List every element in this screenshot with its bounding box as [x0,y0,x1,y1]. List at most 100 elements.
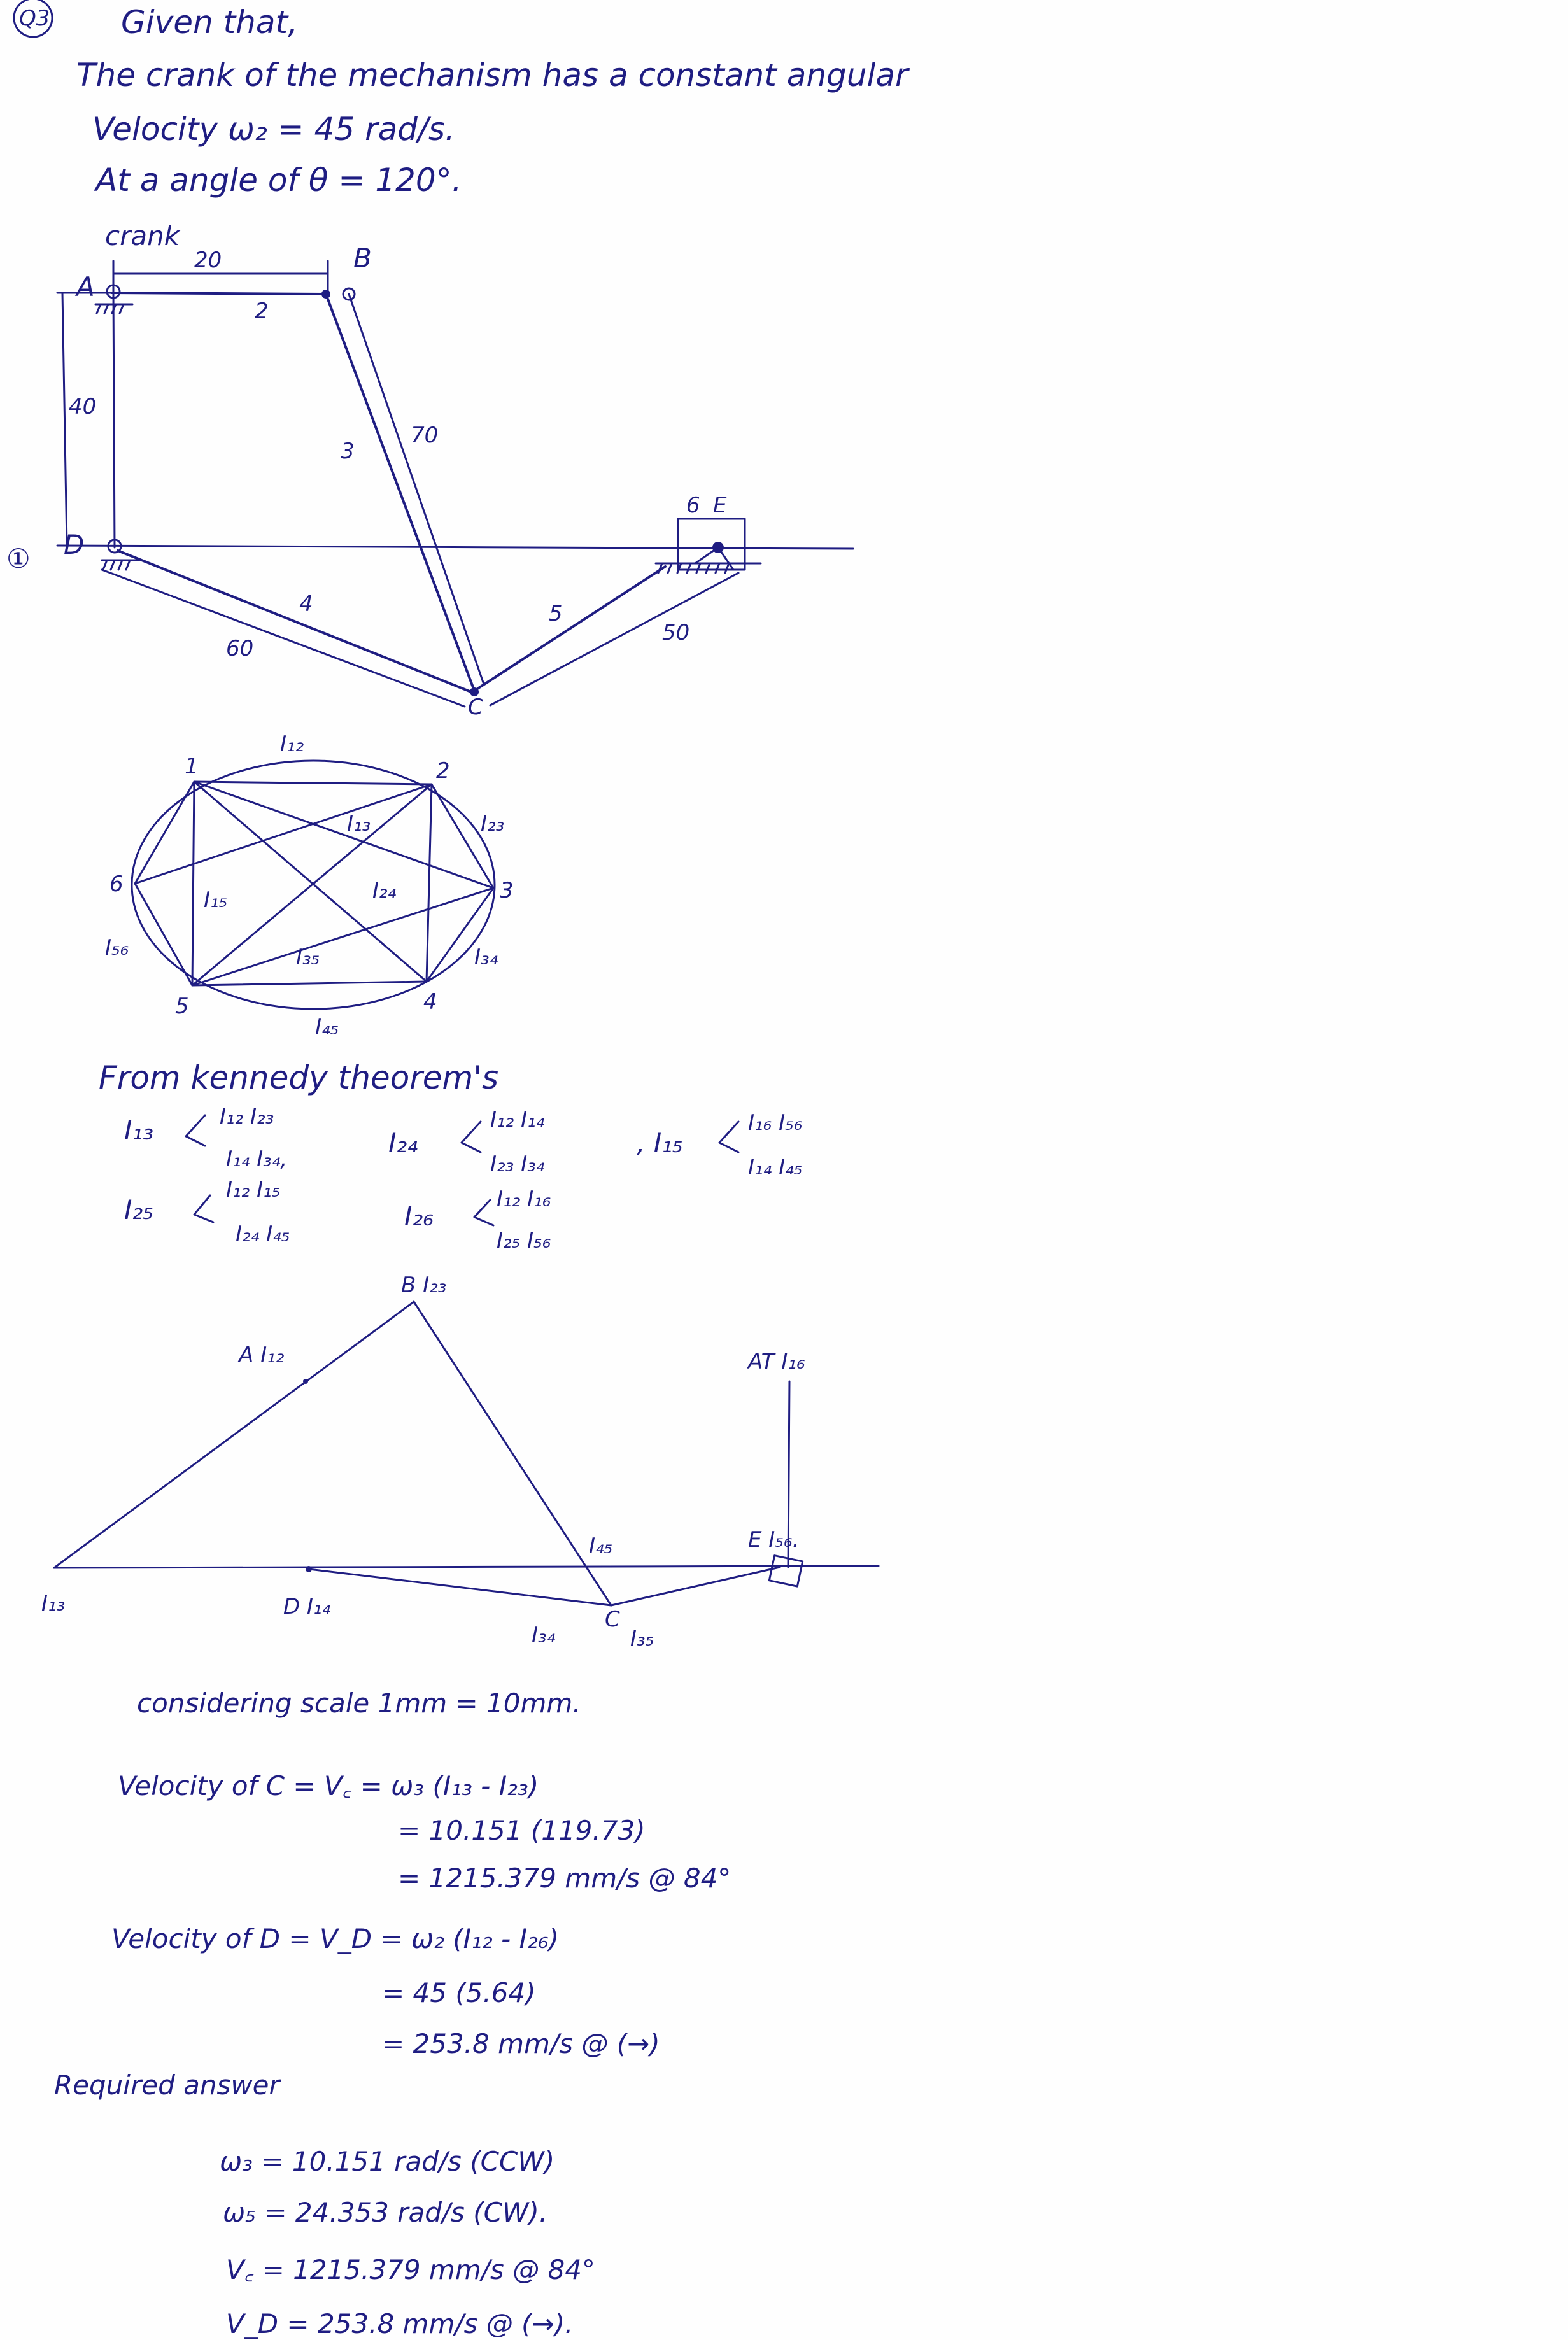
joint-e-label: E [713,493,727,518]
crank-label: crank [105,220,181,251]
kennedy-pair-top: I₁₂ I₁₅ [226,1177,280,1202]
answer-omega3: ω₃ = 10.151 rad/s (CCW) [220,2146,554,2177]
given-heading: Given that, [121,4,298,41]
given-line-1: The crank of the mechanism has a constan… [76,57,910,94]
dimension-ce-label: 50 [662,620,689,645]
vd-substitution: = 45 (5.64) [382,1977,536,2008]
dimension-ab-label: 20 [194,248,222,273]
vd-equation: Velocity of D = V_D = ω₂ (I₁₂ - I₂₆) [111,1923,559,1954]
ic-label-i24: I₂₄ [372,878,397,903]
ic-label-i35: I₃₅ [296,945,320,970]
answer-vd: V_D = 253.8 mm/s @ (→). [226,2308,573,2339]
kennedy-pair-top: I₁₂ I₁₆ [497,1187,551,1212]
slider-marker [768,1554,804,1588]
joint-d-label: D [64,529,84,560]
label-i35: I₃₅ [630,1626,654,1651]
ic-label-i56: I₅₆ [105,935,129,961]
label-b-i23: B I₂₃ [401,1272,446,1298]
kennedy-pair-top: I₁₂ I₂₃ [220,1104,274,1129]
slider-block-6 [677,518,746,571]
label-a-i12: A I₁₂ [237,1343,285,1368]
vc-equation: Velocity of C = V꜀ = ω₃ (I₁₃ - I₂₃) [118,1770,539,1801]
frame-line-ad [112,292,116,549]
line-at-vertical [787,1380,791,1568]
dimension-line-ce [489,572,740,707]
ic-node-3: 3 [500,878,514,903]
dimension-ad-label: 40 [69,394,96,419]
ic-label-i34: I₃₄ [474,945,498,970]
instant-center-circle-diagram: 1 2 3 4 5 6 I₁₂ I₂₃ I₁₃ I₂₄ I₁₅ I₃₅ I₃₄ … [105,731,514,1040]
ground-hatch-d [101,539,140,571]
kennedy-target: I₂₅ [124,1194,153,1225]
point-d [306,1566,312,1572]
kennedy-target: I₁₃ [124,1115,153,1146]
label-i13: I₁₃ [41,1591,65,1616]
given-line-2: Velocity ω₂ = 45 rad/s. [92,111,455,148]
vc-result: = 1215.379 mm/s @ 84° [398,1863,731,1894]
ground-hatch-e [654,562,762,574]
label-e-i56: E I₅₆. [748,1527,799,1553]
label-i34: I₃₄ [532,1623,556,1648]
ic-node-6: 6 [109,871,124,897]
line-i13-to-b [53,1300,415,1569]
ic-circle-chords [134,780,495,987]
kennedy-target: I₂₄ [388,1127,418,1159]
ic-label-i13: I₁₃ [347,811,371,836]
question-number-circle [13,0,53,38]
slider-pin-leg-left [694,546,719,565]
kennedy-rule-i24: I₂₄ I₁₂ I₁₄ I₂₃ I₃₄ [388,1107,545,1177]
dimension-dc-label: 60 [226,636,253,661]
line-d-c-e [307,1566,781,1607]
kennedy-pair-bottom: I₁₄ I₄₅ [748,1155,802,1180]
kennedy-bracket [193,1194,215,1223]
label-c: C [605,1607,620,1632]
kennedy-bracket [185,1114,206,1147]
kennedy-bracket [473,1199,495,1227]
kennedy-pair-bottom: I₂₃ I₃₄ [490,1152,545,1177]
link-6-label: 6 [686,493,700,518]
ic-node-4: 4 [423,989,437,1015]
ic-label-i15: I₁₅ [204,887,227,913]
kennedy-title: From kennedy theorem's [99,1059,498,1096]
kennedy-pair-top: I₁₂ I₁₄ [490,1107,545,1132]
baseline-i13-to-e [53,1565,880,1569]
dimension-line-dc [101,568,466,708]
instant-center-layout-diagram: B I₂₃ A I₁₂ AT I₁₆ I₁₃ D I₁₄ I₄₅ E I₅₆. … [41,1272,880,1651]
dimension-line-bc [348,293,485,686]
joint-c-pin [470,687,479,696]
ic-node-2: 2 [436,758,450,784]
link-4-label: 4 [299,591,313,617]
link-2-crank [110,292,329,295]
line-b-to-c [413,1300,612,1607]
ic-node-1: 1 [185,754,199,779]
dimension-line-ad [61,292,68,546]
kennedy-pair-bottom: I₂₄ I₄₅ [236,1222,290,1247]
kennedy-bracket [460,1120,482,1153]
mechanism-diagram: crank 20 A B 2 40 3 [6,220,854,720]
kennedy-target: I₂₆ [404,1201,434,1232]
kennedy-rule-i26: I₂₆ I₁₂ I₁₆ I₂₅ I₅₆ [404,1187,551,1253]
link-5 [476,565,667,690]
calculation-section: considering scale 1mm = 10mm. Velocity o… [111,1688,731,2059]
link-5-label: 5 [549,601,563,626]
link-3-label: 3 [341,439,355,464]
label-d-i14: D I₁₄ [283,1594,331,1619]
kennedy-pair-top: I₁₆ I₅₆ [748,1110,802,1136]
link-4 [117,549,472,693]
vc-substitution: = 10.151 (119.73) [398,1815,646,1846]
ic-node-5: 5 [175,994,189,1019]
ic-label-i45: I₄₅ [315,1015,339,1040]
ic-label-i23: I₂₃ [481,811,504,836]
given-statement: The crank of the mechanism has a constan… [76,57,910,199]
given-line-3: At a angle of θ = 120°. [94,162,462,199]
answer-vc: V꜀ = 1215.379 mm/s @ 84° [226,2254,595,2285]
link-3-coupler [325,293,476,692]
kennedy-rule-i13: I₁₃ I₁₂ I₂₃ I₁₄ I₃₄, [124,1104,287,1172]
point-a [303,1379,308,1384]
question-number: Q3 [19,6,50,31]
label-i45: I₄₅ [589,1533,612,1559]
link-2-label: 2 [255,299,269,324]
kennedy-pair-bottom: I₁₄ I₃₄, [226,1146,287,1172]
